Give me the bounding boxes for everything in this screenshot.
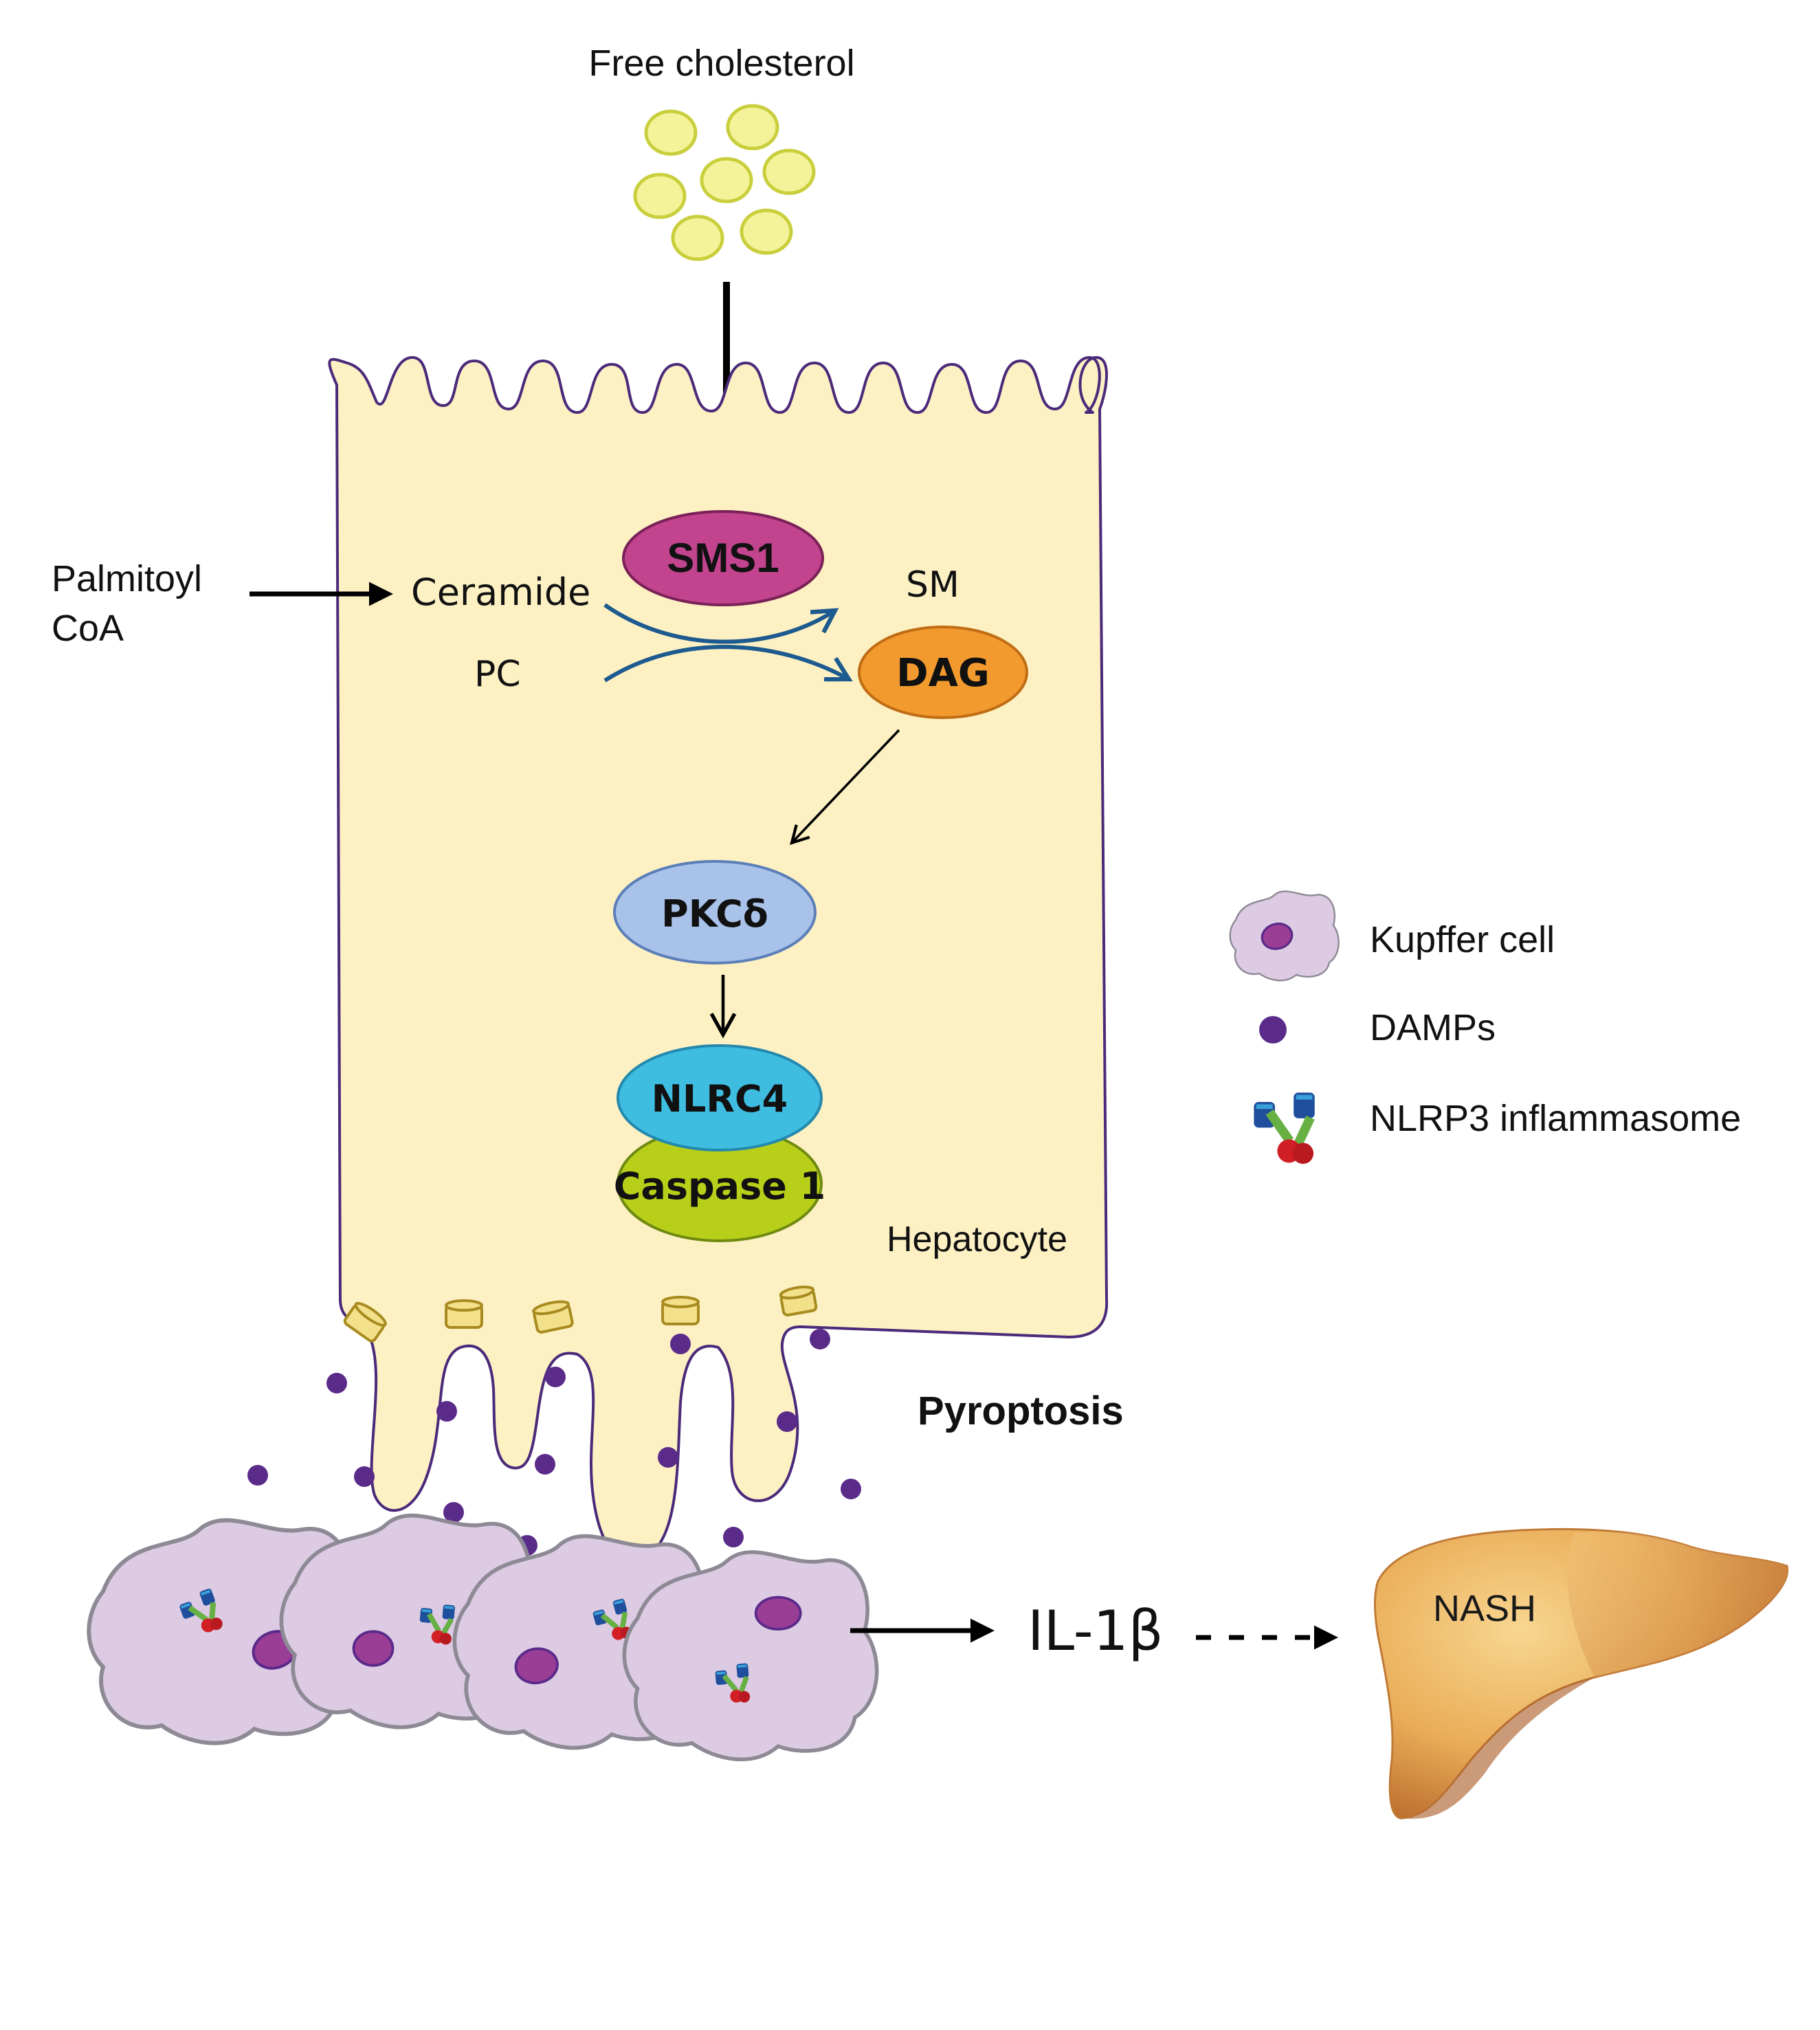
damps-cloud (247, 1329, 861, 1556)
damp-dot (810, 1329, 830, 1349)
caspase1-label: Caspase 1 (614, 1165, 825, 1208)
pkc-delta-node: PKCδ (613, 860, 817, 964)
damp-dot (326, 1373, 347, 1393)
free-cholesterol-label: Free cholesterol (588, 43, 854, 84)
legend: Kupffer cell DAMPs NLRP3 inflammasome (1229, 890, 1741, 1165)
pyroptosis-label: Pyroptosis (918, 1389, 1124, 1433)
membrane-channel (343, 1301, 387, 1343)
membrane-channel (532, 1300, 574, 1334)
legend-label-kupffer: Kupffer cell (1370, 919, 1555, 960)
membrane-channel (779, 1286, 818, 1316)
damp-dot (545, 1367, 566, 1387)
kupffer-cell (624, 1552, 876, 1759)
damp-dot (777, 1411, 797, 1432)
damp-dot (443, 1502, 464, 1523)
kupffer-cell (281, 1516, 539, 1728)
ceramide-label: Ceramide (411, 571, 590, 614)
caspase1-node: Caspase 1 (614, 1125, 825, 1242)
legend-label-damps: DAMPs (1370, 1007, 1496, 1048)
damp-dot (841, 1479, 861, 1499)
sms1-label: SMS1 (667, 535, 779, 581)
cholesterol-droplet (644, 109, 698, 156)
nlrp3-inflammasome-icon (1254, 1092, 1315, 1165)
cholesterol-droplet (671, 214, 724, 261)
pc-label: PC (474, 654, 521, 695)
cholesterol-droplet (726, 104, 779, 151)
cholesterol-droplets (633, 104, 816, 261)
kupffer-cell-icon (1229, 890, 1340, 982)
membrane-channel (661, 1296, 700, 1325)
pc-to-dag-arrow (603, 645, 853, 683)
nash-label: NASH (1433, 1588, 1536, 1629)
il1b-label: IL-1β (1028, 1599, 1164, 1663)
cholesterol-droplet (740, 208, 793, 255)
sm-label: SM (906, 564, 959, 606)
palmitoyl-coa-label-line2: CoA (52, 608, 124, 649)
cholesterol-droplet (700, 157, 753, 203)
cholesterol-droplet (762, 148, 816, 195)
nash-liver-illustration: NASH (1374, 1527, 1789, 1820)
legend-label-nlrp3: NLRP3 inflammasome (1370, 1098, 1741, 1139)
damp-dot (670, 1334, 691, 1354)
nlrc4-label: NLRC4 (652, 1077, 788, 1121)
sms1-node: SMS1 (622, 510, 824, 606)
ceramide-to-sm-arrow (603, 603, 839, 644)
cholesterol-droplet (633, 173, 687, 219)
hepatocyte-label: Hepatocyte (887, 1220, 1067, 1259)
membrane-channels (343, 1286, 818, 1343)
dag-label: DAG (896, 651, 990, 696)
damp-dot (535, 1454, 555, 1475)
pkc-delta-label: PKCδ (661, 892, 768, 936)
palmitoyl-coa-label-line1: Palmitoyl (52, 558, 202, 599)
dag-node: DAG (858, 626, 1028, 719)
damp-dot (723, 1527, 744, 1547)
damp-dot (658, 1447, 678, 1468)
damp-dot (247, 1465, 268, 1486)
nlrc4-node: NLRC4 (617, 1044, 823, 1151)
damp-dot (354, 1466, 375, 1487)
membrane-channel (445, 1299, 483, 1329)
kupffer-cell (454, 1536, 712, 1748)
damp-dot-icon (1259, 1016, 1287, 1044)
damp-dot (436, 1401, 457, 1422)
dag-to-pkc-arrow (790, 729, 900, 846)
